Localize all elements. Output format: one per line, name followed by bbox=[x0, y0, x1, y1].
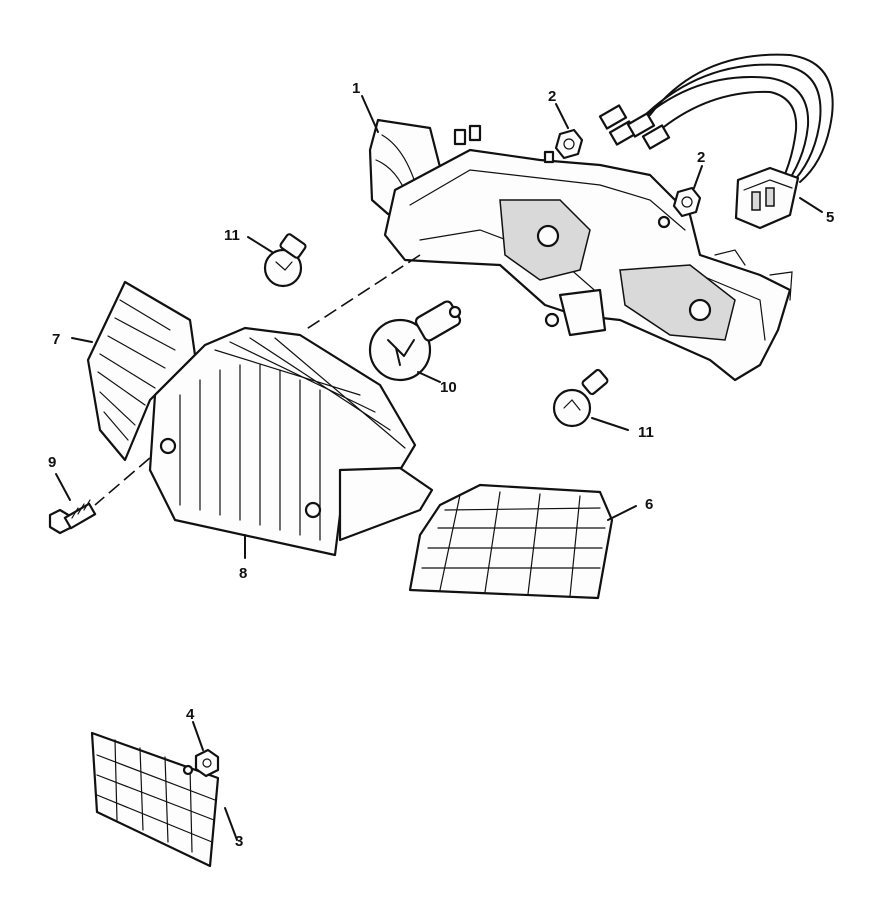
screw bbox=[48, 499, 97, 535]
callout-4: 4 bbox=[186, 706, 195, 723]
turn-signal-lens-right bbox=[408, 483, 614, 600]
nut-right bbox=[672, 186, 702, 218]
leader-lines bbox=[55, 95, 823, 841]
callout-8: 8 bbox=[239, 565, 247, 582]
reflector bbox=[90, 731, 220, 868]
callout-6: 6 bbox=[645, 496, 653, 513]
wire-connector bbox=[734, 166, 800, 230]
callout-3: 3 bbox=[235, 833, 243, 850]
callout-labels: 1 2 2 3 4 5 6 7 8 9 10 11 11 bbox=[48, 80, 834, 850]
nut-reflector bbox=[194, 748, 220, 778]
callout-2-right: 2 bbox=[697, 149, 705, 166]
callout-2-upper: 2 bbox=[548, 88, 556, 105]
bulb-large bbox=[368, 300, 462, 382]
wiring-harness bbox=[598, 53, 834, 196]
callout-9: 9 bbox=[48, 454, 56, 471]
callout-7: 7 bbox=[52, 331, 60, 348]
callout-5: 5 bbox=[826, 209, 834, 226]
callout-11-upper: 11 bbox=[224, 227, 240, 244]
callout-1: 1 bbox=[352, 80, 360, 97]
tail-light-bracket bbox=[368, 118, 793, 382]
bulb-small-lower bbox=[552, 368, 609, 428]
bulb-small-upper bbox=[263, 233, 307, 288]
assembly-lines bbox=[94, 254, 421, 506]
callout-11-lower: 11 bbox=[638, 424, 654, 441]
tail-light-lens bbox=[148, 326, 434, 557]
callout-10: 10 bbox=[440, 379, 457, 396]
nut-upper bbox=[554, 128, 584, 160]
turn-signal-lens-left bbox=[86, 280, 197, 462]
